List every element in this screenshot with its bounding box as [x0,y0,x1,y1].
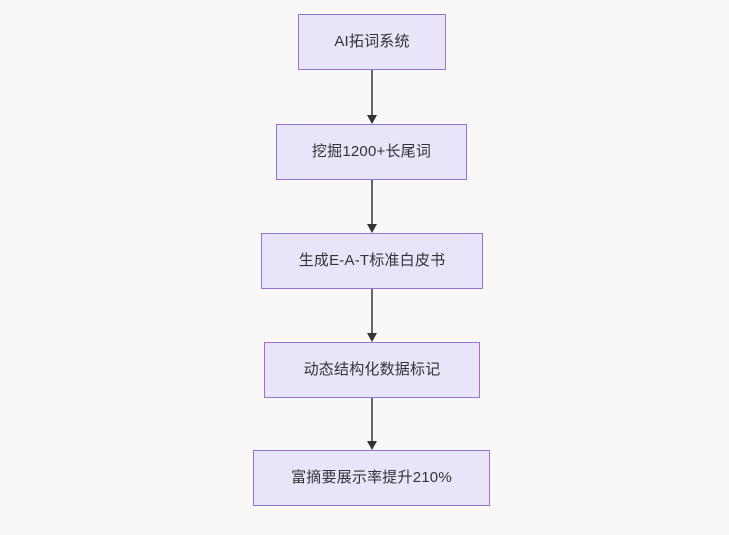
arrowhead-icon [367,441,377,450]
node-label: 动态结构化数据标记 [303,361,441,378]
arrowhead-icon [367,115,377,124]
flowchart-node-ai-keyword-system[interactable]: AI拓词系统 [298,14,446,70]
arrowhead-icon [367,333,377,342]
flowchart-node-mine-longtail-keywords[interactable]: 挖掘1200+长尾词 [276,124,467,180]
flowchart-node-generate-eat-whitepaper[interactable]: 生成E-A-T标准白皮书 [261,233,483,289]
node-label: AI拓词系统 [334,33,410,50]
node-label: 生成E-A-T标准白皮书 [298,252,446,269]
node-label: 富摘要展示率提升210% [291,469,452,486]
arrowhead-icon [367,224,377,233]
flowchart-node-dynamic-structured-data-markup[interactable]: 动态结构化数据标记 [264,342,480,398]
flowchart-node-rich-snippet-impression-lift[interactable]: 富摘要展示率提升210% [253,450,490,506]
node-label: 挖掘1200+长尾词 [311,143,432,160]
